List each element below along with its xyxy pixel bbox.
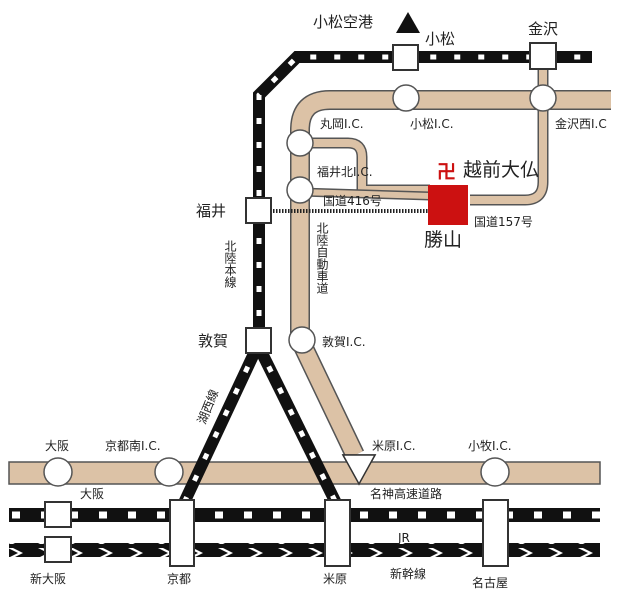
label-shinkansen: 新幹線	[390, 566, 426, 581]
fukui-kita-ic	[286, 176, 314, 204]
kyoto-station	[169, 499, 195, 567]
maruoka-ic	[286, 129, 314, 157]
label-meishin: 名神高速道路	[370, 486, 442, 501]
shin-osaka-station	[44, 536, 72, 563]
komatsu-station	[392, 44, 419, 71]
label-tsuruga: 敦賀	[198, 332, 228, 350]
label-echizen-daibutsu: 越前大仏	[463, 159, 539, 181]
tsuruga-ic	[288, 326, 316, 354]
maibara-station	[324, 499, 351, 567]
label-tsuruga-ic: 敦賀I.C.	[322, 334, 366, 349]
komaki-ic	[480, 457, 510, 487]
tsuruga-station	[245, 327, 272, 354]
label-kanazawa-nishi-ic: 金沢西I.C	[555, 116, 607, 131]
label-route157: 国道157号	[474, 215, 533, 229]
label-komatsu-airport: 小松空港	[313, 13, 373, 31]
label-komaki-ic: 小牧I.C.	[468, 439, 512, 453]
kanazawa-nishi-ic	[529, 84, 557, 112]
katsuyama-station	[428, 185, 468, 225]
label-hokuriku-honsen: 北陸本線	[223, 240, 237, 288]
osaka-ic	[43, 457, 73, 487]
label-route416: 国道416号	[323, 194, 382, 208]
fukui-station	[245, 197, 272, 224]
label-nagoya: 名古屋	[472, 575, 508, 590]
kyoto-minami-ic	[154, 457, 184, 487]
nagoya-station	[482, 499, 509, 567]
label-osaka-ic: 大阪	[45, 439, 69, 453]
label-shin-osaka: 新大阪	[30, 571, 66, 586]
kanazawa-station	[529, 42, 557, 70]
label-fukui: 福井	[196, 202, 226, 220]
temple-icon: 卍	[437, 161, 456, 183]
label-maibara: 米原	[323, 572, 347, 586]
label-komatsu: 小松	[425, 30, 455, 48]
label-komatsu-ic: 小松I.C.	[410, 117, 454, 131]
kosei-line	[177, 342, 343, 508]
shinkansen-line	[9, 543, 600, 557]
airport-icon	[396, 12, 420, 33]
label-osaka: 大阪	[80, 487, 104, 501]
label-jr: JR	[397, 531, 410, 545]
komatsu-ic	[392, 84, 420, 112]
osaka-station	[44, 501, 72, 528]
jr-line	[9, 508, 600, 522]
label-maruoka-ic: 丸岡I.C.	[320, 117, 364, 131]
label-maibara-ic: 米原I.C.	[372, 439, 416, 453]
label-kanazawa: 金沢	[528, 20, 558, 38]
label-fukui-kita-ic: 福井北I.C.	[317, 164, 373, 179]
label-kyoto-minami-ic: 京都南I.C.	[105, 438, 161, 453]
label-kyoto: 京都	[167, 572, 191, 586]
label-hokuriku-expressway: 北陸自動車道	[315, 222, 329, 294]
meishin-expressway	[8, 461, 601, 485]
label-katsuyama: 勝山	[424, 229, 462, 251]
